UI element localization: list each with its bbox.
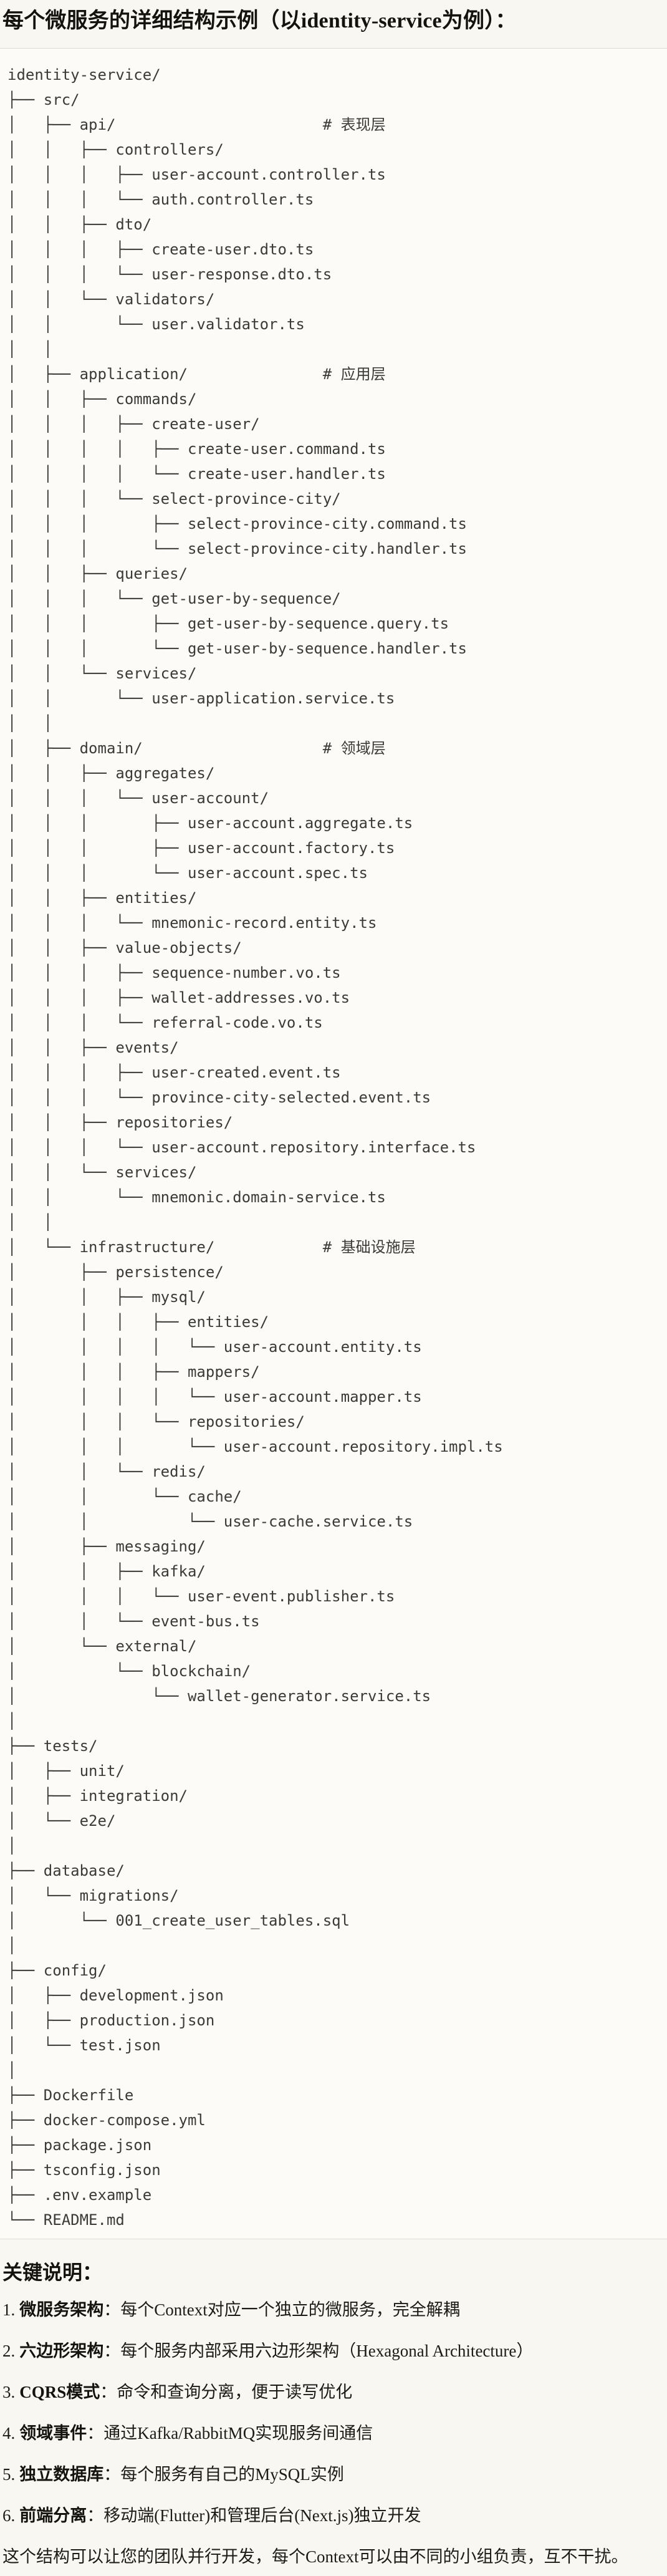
note-number: 3. bbox=[2, 2383, 16, 2401]
directory-tree: identity-service/ ├── src/ │ ├── api/ # … bbox=[7, 66, 503, 2229]
note-number: 4. bbox=[2, 2424, 16, 2443]
note-text: ：移动端(Flutter)和管理后台(Next.js)独立开发 bbox=[87, 2506, 421, 2525]
note-number: 5. bbox=[2, 2465, 16, 2484]
note-label: 微服务架构 bbox=[19, 2300, 104, 2319]
note-text: ：通过Kafka/RabbitMQ实现服务间通信 bbox=[87, 2424, 373, 2443]
note-label: 六边形架构 bbox=[19, 2342, 104, 2360]
note-item-5: 5.独立数据库：每个服务有自己的MySQL实例 bbox=[2, 2463, 665, 2486]
note-item-4: 4.领域事件：通过Kafka/RabbitMQ实现服务间通信 bbox=[2, 2422, 665, 2444]
note-item-2: 2.六边形架构：每个服务内部采用六边形架构（Hexagonal Architec… bbox=[2, 2340, 665, 2362]
notes-list: 1.微服务架构：每个Context对应一个独立的微服务，完全解耦 2.六边形架构… bbox=[2, 2299, 665, 2527]
note-number: 2. bbox=[2, 2342, 16, 2360]
directory-tree-code-block: identity-service/ ├── src/ │ ├── api/ # … bbox=[0, 48, 667, 2239]
note-text: ：每个服务有自己的MySQL实例 bbox=[103, 2465, 344, 2484]
note-text: ：命令和查询分离，便于读写优化 bbox=[100, 2383, 353, 2401]
note-text: ：每个服务内部采用六边形架构（Hexagonal Architecture） bbox=[103, 2342, 534, 2360]
note-number: 1. bbox=[2, 2300, 16, 2319]
closing-paragraph: 这个结构可以让您的团队并行开发，每个Context可以由不同的小组负责，互不干扰… bbox=[2, 2547, 628, 2566]
note-item-6: 6.前端分离：移动端(Flutter)和管理后台(Next.js)独立开发 bbox=[2, 2504, 665, 2527]
note-text: ：每个Context对应一个独立的微服务，完全解耦 bbox=[103, 2300, 460, 2319]
note-label: CQRS模式 bbox=[19, 2383, 100, 2401]
note-item-1: 1.微服务架构：每个Context对应一个独立的微服务，完全解耦 bbox=[2, 2299, 665, 2321]
note-label: 前端分离 bbox=[19, 2506, 87, 2525]
note-number: 6. bbox=[2, 2506, 16, 2525]
page-title: 每个微服务的详细结构示例（以identity-service为例）： bbox=[2, 9, 517, 32]
note-label: 独立数据库 bbox=[19, 2465, 104, 2484]
notes-heading: 关键说明： bbox=[2, 2261, 103, 2284]
note-label: 领域事件 bbox=[19, 2424, 87, 2443]
note-item-3: 3.CQRS模式：命令和查询分离，便于读写优化 bbox=[2, 2381, 665, 2403]
